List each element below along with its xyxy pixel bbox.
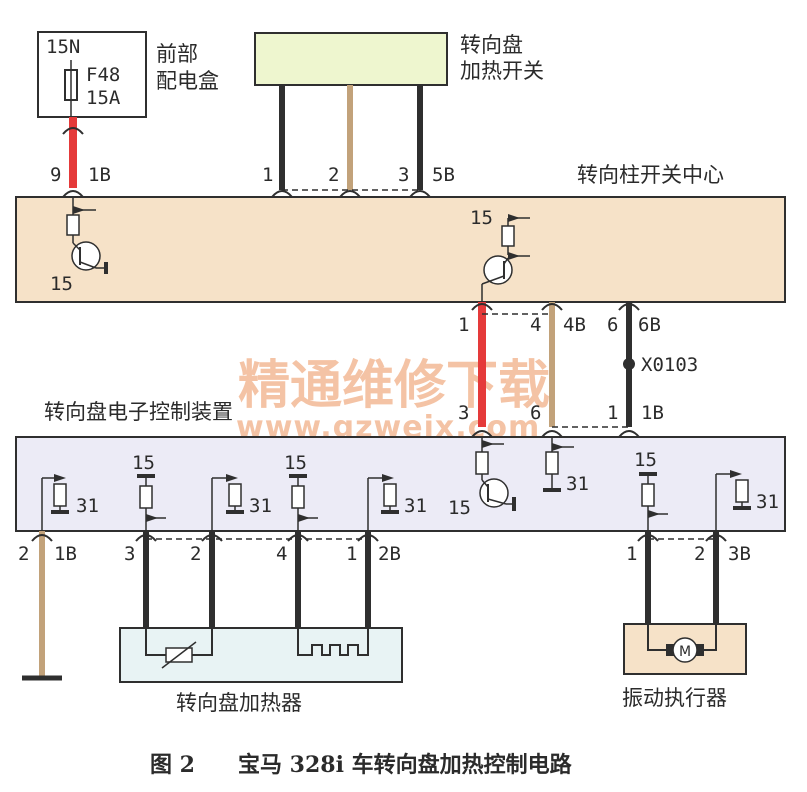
wires-top xyxy=(62,85,431,198)
fuse-box-label-line2: 配电盒 xyxy=(156,69,219,93)
gnd-31-c: 31 xyxy=(404,495,427,517)
heating-element-icon xyxy=(297,628,369,656)
vcc-15-c: 15 xyxy=(448,497,471,519)
vcc-15-left: 15 xyxy=(50,273,73,295)
resistor-icon xyxy=(501,225,515,247)
vibration-actuator: M xyxy=(623,623,747,675)
heat-switch-label-line1: 转向盘 xyxy=(460,33,523,57)
vcc-15-d: 15 xyxy=(634,449,657,471)
connector-1b-bottom: 1B xyxy=(54,543,77,565)
pin-1-ecu-top: 1 xyxy=(607,402,618,424)
connector-3b: 3B xyxy=(728,543,751,565)
watermark-title: 精通维修下载 xyxy=(238,356,550,416)
pin-6-mid: 6 xyxy=(607,314,618,336)
connector-2b: 2B xyxy=(378,543,401,565)
pin-2-bottom: 2 xyxy=(190,543,201,565)
gnd-31-b: 31 xyxy=(249,495,272,517)
pin-1-top: 1 xyxy=(262,164,273,186)
wheel-ecu-module: 31 15 31 15 31 xyxy=(15,436,786,532)
steering-wheel-heater xyxy=(119,627,403,683)
front-distribution-box: 15N F48 15A 前部 配电盒 xyxy=(37,31,219,118)
heater-label: 转向盘加热器 xyxy=(176,691,302,715)
vcc-15-a: 15 xyxy=(132,452,155,474)
gnd-31-e: 31 xyxy=(756,491,779,513)
wheel-heat-switch: 转向盘 加热开关 xyxy=(254,32,544,86)
gnd-31-d: 31 xyxy=(566,473,589,495)
pin-3-bottom: 3 xyxy=(124,543,135,565)
wheel-ecu-label: 转向盘电子控制装置 xyxy=(44,400,233,424)
pin-3-ecu-top: 3 xyxy=(458,402,469,424)
wires-middle xyxy=(471,302,640,438)
figure-caption: 宝马 328i 车转向盘加热控制电路 xyxy=(238,752,573,778)
fuse-terminal-label: 15N xyxy=(46,36,80,58)
vcc-15-b: 15 xyxy=(284,452,307,474)
connector-6b: 6B xyxy=(638,314,661,336)
connector-1b-ecu-top: 1B xyxy=(641,402,664,424)
fuse-id-label: F48 xyxy=(86,64,120,86)
pin-3-top: 3 xyxy=(398,164,409,186)
figure-number: 图 2 xyxy=(150,752,195,778)
pin-6-ecu-top: 6 xyxy=(530,402,541,424)
connector-4b: 4B xyxy=(563,314,586,336)
pin-2-actuator: 2 xyxy=(694,543,705,565)
connector-5b: 5B xyxy=(432,164,455,186)
pin-2-left: 2 xyxy=(18,543,29,565)
connector-node-icon xyxy=(623,358,635,370)
column-switch-center: 15 15 xyxy=(15,196,786,303)
fuse-rating-label: 15A xyxy=(86,87,121,109)
column-center-label: 转向柱开关中心 xyxy=(577,163,724,187)
heat-switch-label-line2: 加热开关 xyxy=(460,59,544,83)
connector-1b-top: 1B xyxy=(88,164,111,186)
pin-4-mid: 4 xyxy=(530,314,541,336)
vcc-15-right: 15 xyxy=(470,207,493,229)
motor-icon xyxy=(672,637,698,663)
gnd-31-a: 31 xyxy=(76,495,99,517)
pin-1-mid: 1 xyxy=(458,314,469,336)
fuse-box-label-line1: 前部 xyxy=(156,42,198,66)
transistor-icon xyxy=(483,255,513,285)
pin-2-top: 2 xyxy=(328,164,339,186)
svg-text:M: M xyxy=(679,644,691,660)
resistor-icon xyxy=(66,214,80,236)
pin-1-actuator: 1 xyxy=(626,543,637,565)
actuator-label: 振动执行器 xyxy=(622,686,727,710)
pin-9: 9 xyxy=(50,164,61,186)
pin-4-bottom: 4 xyxy=(276,543,287,565)
pin-1-bottom: 1 xyxy=(346,543,357,565)
connector-x0103: X0103 xyxy=(641,354,698,376)
